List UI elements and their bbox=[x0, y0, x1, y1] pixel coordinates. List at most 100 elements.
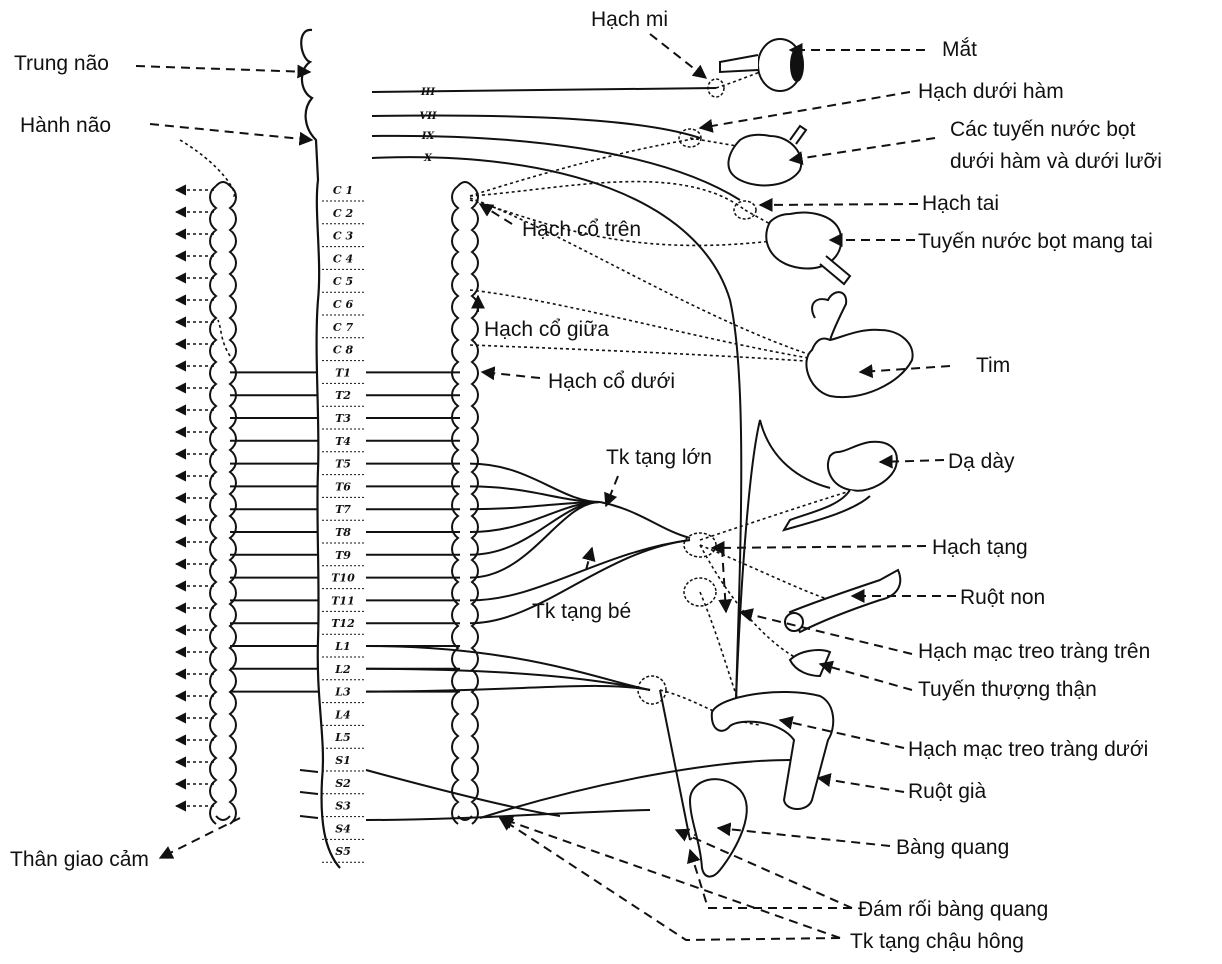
adrenal-gland bbox=[790, 650, 830, 676]
spinal-cord bbox=[301, 30, 340, 868]
label-hach-co-tren: Hạch cổ trên bbox=[522, 218, 641, 242]
segment-label: T4 bbox=[335, 435, 351, 448]
segment-label: T7 bbox=[335, 503, 351, 516]
sup-mesenteric-down bbox=[700, 592, 740, 705]
label-hach-co-giua: Hạch cổ giữa bbox=[484, 318, 609, 342]
lumbar-splanchnic bbox=[366, 686, 650, 692]
segment-label: T5 bbox=[335, 458, 351, 471]
stomach bbox=[828, 442, 897, 491]
celiac-to-adrenal bbox=[700, 545, 800, 660]
greater-splanchnic bbox=[600, 502, 690, 538]
left-trunk-chain-bottom bbox=[216, 816, 230, 820]
label-tk-tang-be: Tk tạng bé bbox=[532, 600, 631, 624]
heart-vessels bbox=[812, 292, 846, 340]
segment-label: T1 bbox=[335, 366, 351, 379]
right-trunk-chain-top bbox=[458, 182, 472, 186]
label-da-day: Dạ dày bbox=[948, 450, 1015, 474]
label-leader-arrow bbox=[482, 372, 540, 378]
segment-label: T3 bbox=[335, 412, 351, 425]
trunk-dotted bbox=[218, 320, 230, 356]
cranial-nerve-label: IX bbox=[421, 131, 436, 142]
label-leader-arrow bbox=[150, 124, 312, 140]
segment-label: C 3 bbox=[333, 230, 354, 243]
sacral-stub bbox=[300, 770, 318, 772]
label-tim: Tim bbox=[976, 354, 1010, 378]
right-trunk-chain bbox=[452, 186, 458, 824]
label-ruot-gia: Ruột già bbox=[908, 780, 986, 804]
spinal-cord-outline bbox=[301, 30, 340, 868]
small-intestine bbox=[790, 570, 900, 632]
label-leader-arrow bbox=[790, 138, 935, 160]
sacral-root bbox=[366, 770, 560, 816]
submandibular-gland bbox=[728, 135, 801, 186]
label-tuyen-mang-tai: Tuyến nước bọt mang tai bbox=[918, 230, 1153, 254]
label-leader-arrow bbox=[500, 818, 840, 938]
sympathetic-trunk-right bbox=[452, 182, 478, 824]
celiac-to-intestine bbox=[700, 545, 830, 600]
label-leader-arrow bbox=[818, 778, 904, 792]
left-trunk-chain-top bbox=[216, 182, 230, 186]
label-leader-arrow bbox=[722, 548, 726, 612]
salivary-duct bbox=[790, 126, 806, 144]
hypogastric bbox=[660, 690, 690, 840]
segment-label: C 6 bbox=[333, 298, 354, 311]
label-trung-nao: Trung não bbox=[14, 52, 109, 76]
right-trunk-chain bbox=[472, 186, 478, 824]
segment-label: T6 bbox=[335, 480, 351, 493]
label-than-giao-cam: Thân giao cảm bbox=[10, 848, 149, 872]
greater-splanchnic-root bbox=[470, 502, 600, 578]
label-bang-quang: Bàng quang bbox=[896, 836, 1009, 860]
heart bbox=[806, 330, 912, 397]
label-tuyen-nuoc-bot-1: Các tuyến nước bọt bbox=[950, 118, 1135, 142]
segment-label: C 4 bbox=[333, 252, 353, 265]
label-mat: Mắt bbox=[942, 38, 977, 62]
head-outflow bbox=[180, 140, 234, 196]
label-leader-arrow bbox=[160, 818, 240, 858]
segment-label: L1 bbox=[334, 640, 350, 653]
label-hach-mi: Hạch mi bbox=[591, 8, 668, 32]
label-leader-arrow bbox=[700, 92, 910, 128]
segment-label: T12 bbox=[331, 617, 355, 630]
greater-splanchnic-root bbox=[470, 486, 600, 502]
label-leader-arrow bbox=[760, 204, 918, 205]
segment-label: T11 bbox=[331, 594, 355, 607]
segment-label: C 8 bbox=[333, 344, 354, 357]
label-hach-tai: Hạch tai bbox=[922, 192, 999, 216]
segment-label: T10 bbox=[331, 572, 355, 585]
segment-label: L5 bbox=[334, 731, 350, 744]
label-leader-arrow bbox=[650, 34, 706, 78]
label-hach-mac-treo-trang-tren: Hạch mạc treo tràng trên bbox=[918, 640, 1150, 664]
label-hach-mac-treo-trang-duoi: Hạch mạc treo tràng dưới bbox=[908, 738, 1148, 762]
inf-cervical-to-heart bbox=[470, 345, 820, 362]
label-leader-arrow bbox=[718, 828, 890, 846]
label-leader-arrow bbox=[606, 476, 618, 506]
optic-nerve bbox=[720, 55, 758, 72]
segment-label: S1 bbox=[335, 754, 351, 767]
label-ruot-non: Ruột non bbox=[960, 586, 1045, 610]
segment-label: S5 bbox=[335, 845, 351, 858]
sacral-stub bbox=[300, 792, 318, 794]
label-tuyen-nuoc-bot-2: dưới hàm và dưới lưỡi bbox=[950, 150, 1162, 174]
label-hanh-nao: Hành não bbox=[20, 114, 111, 138]
to-parotid bbox=[470, 182, 745, 210]
duodenum bbox=[784, 490, 870, 530]
label-tuyen-thuong-than: Tuyến thượng thận bbox=[918, 678, 1097, 702]
greater-splanchnic-root bbox=[470, 464, 600, 502]
segment-label: C 7 bbox=[333, 321, 354, 334]
sacral-stub bbox=[300, 816, 318, 818]
label-leader-arrow bbox=[480, 204, 512, 224]
segment-label: C 1 bbox=[333, 184, 353, 197]
segment-label: L4 bbox=[334, 708, 350, 721]
pelvic-splanchnic bbox=[366, 810, 650, 820]
segment-label: C 5 bbox=[333, 275, 353, 288]
segment-label: C 2 bbox=[333, 207, 354, 220]
parotid-duct bbox=[820, 256, 850, 284]
left-trunk-chain bbox=[230, 186, 236, 824]
label-hach-co-duoi: Hạch cổ dưới bbox=[548, 370, 675, 394]
label-dam-roi-bang-quang: Đám rối bàng quang bbox=[858, 898, 1048, 922]
segment-label: S2 bbox=[335, 777, 351, 790]
label-hach-duoi-ham: Hạch dưới hàm bbox=[918, 80, 1064, 104]
segment-label: T9 bbox=[335, 549, 351, 562]
